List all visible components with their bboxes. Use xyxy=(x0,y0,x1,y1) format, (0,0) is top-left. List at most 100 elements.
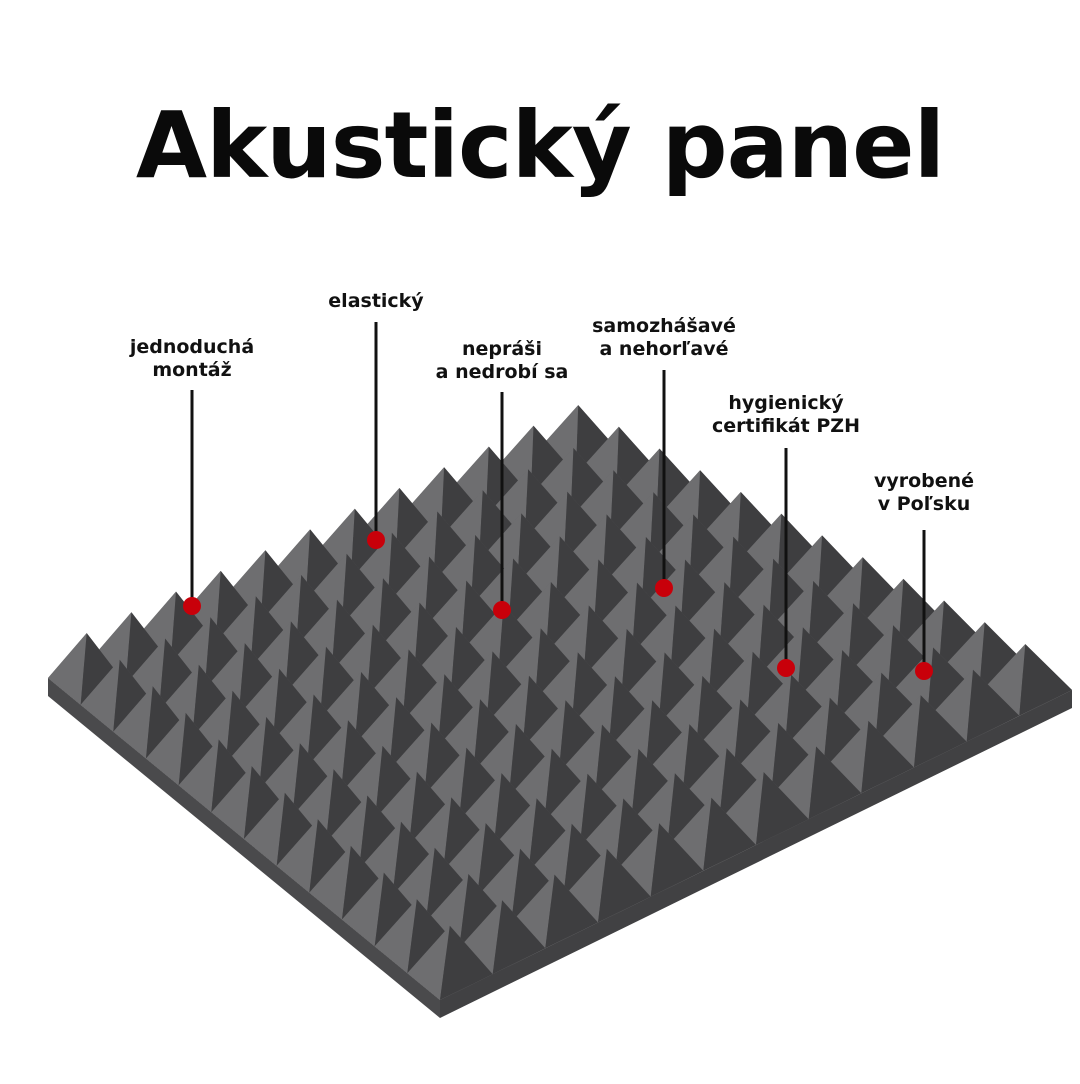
pyramid xyxy=(342,872,426,947)
pyramid-face-front xyxy=(823,697,876,771)
page-title: Akustický panel xyxy=(135,92,945,199)
pyramid-face-front xyxy=(563,823,616,897)
pyramid-face-front xyxy=(477,823,529,897)
pyramid-face-front xyxy=(733,699,785,772)
pyramid-face-front xyxy=(746,651,798,724)
pyramid-face-front xyxy=(703,797,756,871)
feature-label-line: vyrobené xyxy=(873,470,975,492)
pyramid-face-front xyxy=(492,900,546,975)
pyramid-face-front xyxy=(756,772,809,845)
pyramid-face-left xyxy=(146,712,186,786)
pyramid-face-front xyxy=(392,821,444,895)
pyramid-face-left xyxy=(178,739,219,813)
pyramid-face-front xyxy=(808,746,862,820)
pyramid-face-front xyxy=(875,672,928,745)
pyramid-face-front xyxy=(771,723,824,796)
pyramid-face-front xyxy=(836,650,888,722)
marker-dot-self-extinguishing xyxy=(655,579,673,597)
feature-label-line: nepráši xyxy=(461,338,543,360)
pyramid-face-left xyxy=(48,633,87,705)
marker-dot-dustless xyxy=(493,601,511,619)
pyramid-face-front xyxy=(443,797,494,871)
pyramid-face-front xyxy=(598,848,651,923)
pyramid-face-left xyxy=(374,899,417,974)
pyramid xyxy=(563,848,651,923)
pyramid-face-front xyxy=(927,647,979,720)
feature-label-line: a nehorľavé xyxy=(599,338,729,360)
pyramid-face-left xyxy=(80,659,120,732)
pyramid-face-front xyxy=(440,925,493,1000)
pyramid-face-front xyxy=(979,622,1031,694)
pyramid-face-front xyxy=(708,628,759,701)
marker-dot-made-in-poland xyxy=(915,662,933,680)
pyramid-face-front xyxy=(808,581,859,653)
pyramid-face-front xyxy=(528,798,580,872)
pyramid-face-front xyxy=(511,848,564,923)
pyramid-face-front xyxy=(682,724,734,797)
pyramid-face-front xyxy=(645,700,697,773)
pyramid-face-front xyxy=(493,773,545,846)
pyramid-face-front xyxy=(667,773,720,847)
pyramid-face-front xyxy=(1019,644,1072,716)
pyramid-face-front xyxy=(407,899,460,974)
pyramid-face-front xyxy=(696,676,747,748)
feature-label-line: elastický xyxy=(328,290,424,312)
pyramid-face-left xyxy=(407,925,450,1000)
pyramid-face-front xyxy=(425,847,478,922)
marker-dot-easy-mount xyxy=(183,597,201,615)
feature-label-line: v Poľsku xyxy=(877,493,971,515)
pyramid-face-front xyxy=(847,603,899,675)
pyramid-face-front xyxy=(914,695,967,768)
feature-label-line: certifikát PZH xyxy=(712,415,860,437)
pyramid-face-front xyxy=(858,557,908,629)
pyramid-face-left xyxy=(276,819,318,893)
pyramid-face-front xyxy=(650,823,704,897)
pyramid-face-left xyxy=(225,717,267,790)
pyramid-face-front xyxy=(459,874,512,948)
feature-label-elastic: elastický xyxy=(328,290,423,313)
feature-label-line: montáž xyxy=(152,359,232,381)
feature-label-easy-mount: jednoduchá montáž xyxy=(130,336,254,382)
pyramid xyxy=(823,720,914,794)
pyramid-face-left xyxy=(342,872,384,947)
pyramid-face-left xyxy=(113,686,153,759)
pyramid xyxy=(359,821,444,895)
pyramid-face-front xyxy=(861,720,914,794)
pyramid-face-front xyxy=(594,724,646,797)
feature-label-line: a nedrobí sa xyxy=(435,361,569,383)
feature-label-self-extinguishing: samozhášavé a nehorľavé xyxy=(592,315,736,361)
pyramid xyxy=(615,823,704,897)
feature-label-line: hygienický xyxy=(728,392,844,414)
pyramid-face-front xyxy=(817,535,867,607)
pyramid-face-front xyxy=(545,874,598,949)
pyramid-face-front xyxy=(374,872,426,947)
pyramid-face-front xyxy=(966,669,1020,742)
pyramid xyxy=(407,925,493,1000)
pyramid-face-left xyxy=(309,845,351,920)
pyramid-face-front xyxy=(758,604,809,677)
pyramid-face-front xyxy=(544,748,595,822)
panel-side-front xyxy=(440,690,1072,1018)
feature-label-made-in-poland: vyrobené v Poľsku xyxy=(874,470,974,516)
feature-label-line: jednoduchá xyxy=(129,336,255,358)
pyramid-face-front xyxy=(615,798,668,872)
pyramid-face-front xyxy=(608,676,659,749)
panel-side-left xyxy=(48,678,440,1018)
pyramid-face-front xyxy=(658,652,709,725)
pyramid-face-front xyxy=(887,625,939,697)
pyramid-face-front xyxy=(938,600,990,672)
pyramid-face-front xyxy=(719,748,772,821)
pyramid-face-left xyxy=(211,766,252,839)
feature-label-hygienic: hygienický certifikát PZH xyxy=(712,392,860,438)
pyramid-face-front xyxy=(797,627,848,699)
pyramid-face-front xyxy=(579,773,632,847)
marker-dot-hygienic xyxy=(777,659,795,677)
feature-label-dustless: nepráši a nedrobí sa xyxy=(436,338,569,384)
pyramid-face-left xyxy=(244,792,285,866)
pyramid-face-front xyxy=(558,700,609,773)
pyramid xyxy=(631,773,720,847)
marker-dot-elastic xyxy=(367,531,385,549)
feature-label-line: samozhášavé xyxy=(592,315,736,337)
